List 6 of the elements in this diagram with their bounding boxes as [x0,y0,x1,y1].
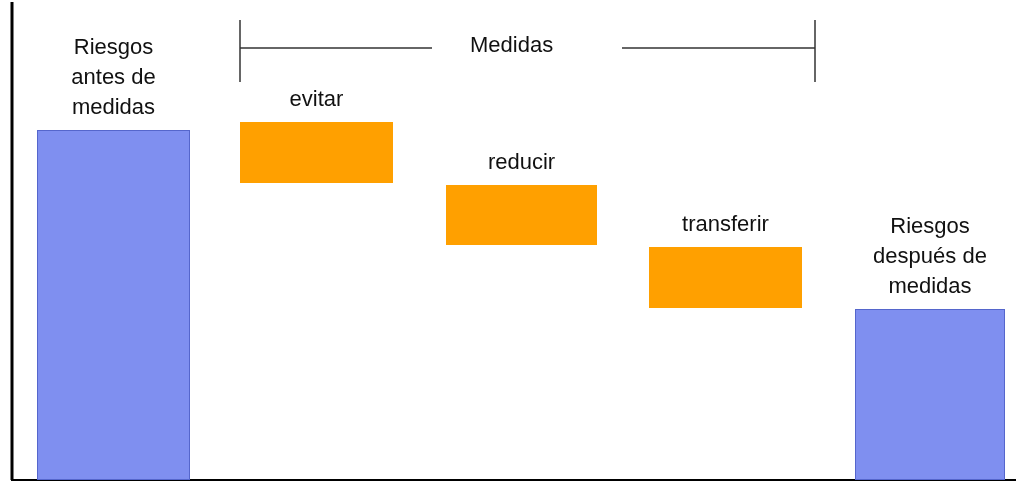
bar-label: Riesgos después de medidas [872,212,988,300]
bar-label: transferir [682,210,769,238]
bar-label: evitar [289,85,344,113]
bracket-label: Medidas [470,32,554,58]
bar-label: reducir [487,148,556,176]
bar-label: Riesgos antes de medidas [70,33,157,121]
